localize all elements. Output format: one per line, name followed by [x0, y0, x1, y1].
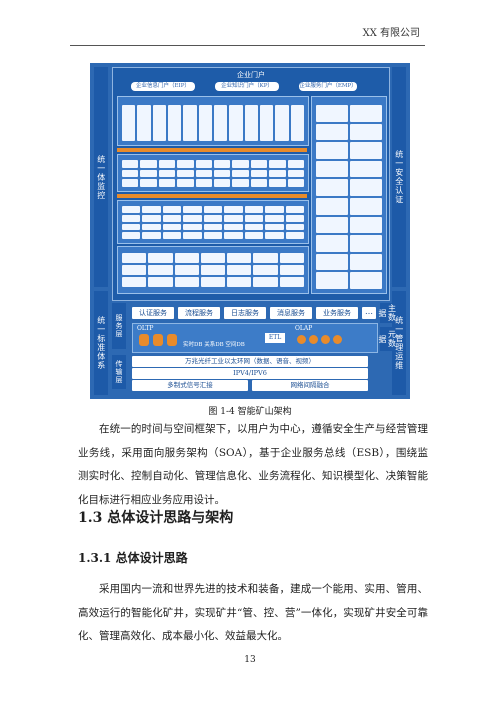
- service-business: 业务服务: [316, 307, 358, 319]
- paragraph-2-text: 采用国内一流和世界先进的技术和装备，建成一个能用、实用、管用、高效运行的智能化矿…: [78, 583, 428, 642]
- data-panel: OLTP 实时DB 关系DB 空间DB ETL OLAP: [132, 323, 378, 353]
- app-grid-mid: [122, 160, 304, 187]
- portal-kp: 企业知识门户（KP）: [215, 82, 279, 91]
- paragraph-1: 在统一的时间与空间框架下，以用户为中心，遵循安全生产与经营管理业务线，采用面向服…: [78, 418, 428, 512]
- heading-section-1-3-1: 1.3.1 总体设计思路: [78, 551, 188, 565]
- page-header: XX 有限公司: [362, 28, 420, 39]
- row-label-transport: 传输层: [112, 355, 126, 389]
- figure-caption: 图 1-4 智能矿山架构: [208, 407, 292, 417]
- bus-bar-1: [117, 148, 307, 152]
- service-more: …: [362, 307, 376, 319]
- db-relational-icon: [153, 334, 163, 346]
- olap-label: OLAP: [295, 325, 313, 332]
- portal-title: 企业门户: [237, 71, 265, 79]
- portal-eip: 企业信息门户（EIP）: [131, 82, 195, 91]
- transport-fusion: 网络间隔融合: [252, 380, 368, 391]
- side-label-right-top: 统一安全认证: [392, 67, 406, 287]
- page-number: 13: [244, 655, 256, 665]
- gear-icon: [321, 335, 330, 344]
- app-grid-right: [316, 105, 382, 289]
- app-grid-lower: [122, 206, 304, 239]
- side-label-left-top: 统一体监控: [94, 67, 108, 287]
- app-block-mid: [117, 154, 309, 192]
- application-core: 企业门户 企业信息门户（EIP） 企业知识门户（KP） 企业服务门户（EMP）: [112, 67, 390, 301]
- db-labels: 实时DB 关系DB 空间DB: [183, 342, 245, 348]
- app-block-bottom: [117, 246, 309, 294]
- row-label-service: 服务层: [112, 303, 126, 349]
- service-log: 日志服务: [224, 307, 266, 319]
- app-grid-top: [122, 105, 304, 141]
- side-label-right-bottom: 统一管理运维: [392, 291, 406, 395]
- gear-icon: [297, 335, 306, 344]
- db-realtime-icon: [139, 334, 149, 346]
- db-spatial-icon: [167, 334, 177, 346]
- app-grid-bottom: [122, 253, 304, 287]
- portal-emp: 企业服务门户（EMP）: [299, 82, 357, 91]
- service-process: 流程服务: [178, 307, 220, 319]
- master-data-label: 主数据: [378, 303, 397, 323]
- gear-icon: [309, 335, 318, 344]
- service-message: 消息服务: [270, 307, 312, 319]
- bus-bar-2: [117, 194, 307, 198]
- architecture-figure: 统一体监控 统一标准体系 统一安全认证 统一管理运维 企业门户 企业信息门户（E…: [90, 63, 410, 399]
- app-block-lower: [117, 200, 309, 244]
- oltp-label: OLTP: [137, 325, 154, 332]
- service-auth: 认证服务: [132, 307, 174, 319]
- app-block-right: [311, 96, 387, 294]
- app-block-top: [117, 96, 309, 146]
- heading-section-1-3: 1.3 总体设计思路与架构: [78, 510, 234, 526]
- paragraph-2: 采用国内一流和世界先进的技术和装备，建成一个能用、实用、管用、高效运行的智能化矿…: [78, 578, 428, 649]
- etl-arrow: ETL: [265, 333, 285, 343]
- side-label-left-bottom: 统一标准体系: [94, 291, 108, 395]
- meta-data-label: 元数据: [378, 327, 397, 351]
- gear-icon: [333, 335, 342, 344]
- header-rule: [70, 45, 425, 46]
- transport-ring: 万兆光纤工业以太环网（数据、语音、视频）: [132, 356, 368, 367]
- transport-ipv: IPV4/IPV6: [132, 368, 368, 379]
- transport-signal: 多制式信号汇接: [132, 380, 248, 391]
- paragraph-1-text: 在统一的时间与空间框架下，以用户为中心，遵循安全生产与经营管理业务线，采用面向服…: [78, 423, 428, 506]
